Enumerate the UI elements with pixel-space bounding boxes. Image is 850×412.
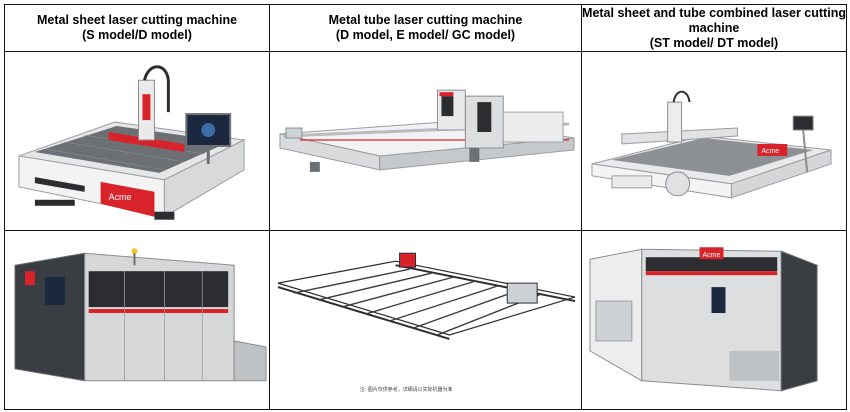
sheet-cutter-illustration: Acme — [18, 65, 246, 220]
header-tube-machine: Metal tube laser cutting machine (D mode… — [269, 4, 582, 52]
combined-cutter-open-image: Acme — [581, 51, 847, 231]
brand-logo-combined: Acme — [761, 148, 779, 155]
header-sheet-models: (S model/D model) — [82, 28, 192, 42]
tube-longbed-illustration: 注: 图片仅供参考，详细请以实际机器为准 — [277, 252, 576, 393]
image-row-enclosed: 注: 图片仅供参考，详细请以实际机器为准 Acme — [4, 230, 847, 410]
tube-note-caption: 注: 图片仅供参考，详细请以实际机器为准 — [360, 386, 453, 393]
header-combined-title: Metal sheet and tube combined laser cutt… — [582, 5, 846, 35]
tube-cutter-open-image — [269, 51, 582, 231]
tube-cutter-illustration — [279, 89, 575, 172]
header-tube-title: Metal tube laser cutting machine — [328, 13, 523, 27]
combined-cutter-illustration: Acme — [591, 90, 832, 199]
sheet-enclosed-illustration — [14, 248, 267, 382]
combined-enclosed-illustration: Acme — [589, 247, 818, 392]
header-sheet-machine: Metal sheet laser cutting machine (S mod… — [4, 4, 270, 52]
sheet-cutter-open-image: Acme — [4, 51, 270, 231]
image-row-open: Acme — [4, 51, 847, 231]
machine-comparison-table: Metal sheet laser cutting machine (S mod… — [4, 4, 847, 410]
brand-logo-sheet: Acme — [109, 192, 132, 202]
tube-cutter-longbed-image: 注: 图片仅供参考，详细请以实际机器为准 — [269, 230, 582, 410]
sheet-cutter-enclosed-image — [4, 230, 270, 410]
header-sheet-title: Metal sheet laser cutting machine — [36, 13, 238, 27]
header-combined-models: (ST model/ DT model) — [649, 35, 779, 50]
header-row: Metal sheet laser cutting machine (S mod… — [4, 4, 847, 52]
header-tube-models: (D model, E model/ GC model) — [335, 28, 516, 42]
combined-cutter-enclosed-image: Acme — [581, 230, 847, 410]
brand-logo-enclosed: Acme — [703, 252, 721, 259]
header-combined-machine: Metal sheet and tube combined laser cutt… — [581, 4, 847, 52]
